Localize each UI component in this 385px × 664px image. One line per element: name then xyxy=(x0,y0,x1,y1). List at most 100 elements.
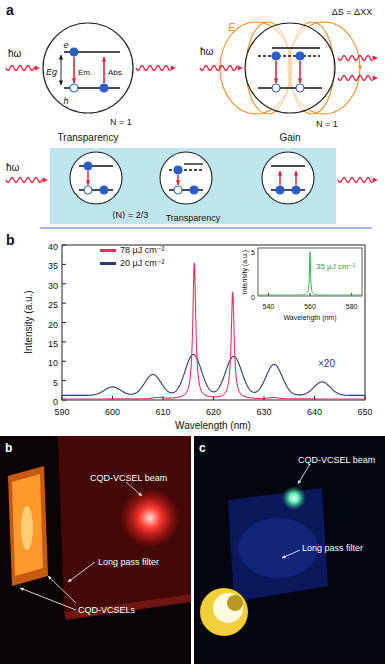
text-holder: ΔS = ΔXX xyxy=(332,1,372,19)
arrow-head xyxy=(282,555,286,558)
axis-label: 640 xyxy=(307,408,322,418)
electron-dot xyxy=(190,186,198,194)
text-holder: 630 xyxy=(256,401,271,419)
node-shape xyxy=(50,148,336,224)
axis-label: 20 xyxy=(48,321,58,331)
node-text: Long pass filter xyxy=(302,544,363,554)
hole-dot xyxy=(272,84,280,92)
text-holder: Long pass filter xyxy=(98,551,159,569)
electron-dot xyxy=(272,52,280,60)
text-holder: 5 xyxy=(53,372,58,390)
node-text: Transparency xyxy=(166,214,221,224)
hole-dot xyxy=(296,84,304,92)
panel-label: ħω xyxy=(200,46,213,57)
panel-label: Transparency xyxy=(58,132,119,143)
axis-label: 35 xyxy=(48,262,58,272)
legend-swatch xyxy=(100,262,116,265)
device-sample xyxy=(8,466,48,586)
photon-wave xyxy=(338,76,373,81)
tick-mark xyxy=(62,380,66,381)
arrow-head xyxy=(59,80,63,85)
text-holder: Transparency xyxy=(166,207,221,225)
node-text: e xyxy=(63,41,68,51)
panel-label: E xyxy=(228,21,235,33)
tick-mark xyxy=(62,283,66,284)
text-holder: 25 xyxy=(48,294,58,312)
axis-label: 0 xyxy=(53,398,58,408)
nanocrystal-circle xyxy=(70,152,122,204)
legend-text: 78 μJ cm⁻² xyxy=(120,246,164,256)
text-holder: 0 xyxy=(53,391,58,409)
panel-label: N = 1 xyxy=(316,120,338,130)
photo-panel: cCQD-VCSEL beamLong pass filter xyxy=(194,436,385,664)
text-holder: 20 xyxy=(48,314,58,332)
exciton-circle: e h Eg Em. Abs. xyxy=(42,22,134,114)
photo-panel: bCQD-VCSEL beamLong pass filterCQD-VCSEL… xyxy=(0,436,191,664)
node-text: Em. xyxy=(78,69,92,78)
panel-label: a xyxy=(6,3,14,18)
axis-label: 650 xyxy=(357,408,372,418)
text-holder: N = 1 xyxy=(110,111,132,129)
arrow-head xyxy=(373,55,378,60)
energy-level xyxy=(258,87,322,88)
text-holder: 540 xyxy=(263,295,275,313)
arrow-head xyxy=(138,492,142,496)
legend-text: 20 μJ cm⁻² xyxy=(120,259,164,269)
text-holder: 580 xyxy=(346,295,358,313)
tick-mark xyxy=(310,293,311,296)
tick-mark xyxy=(62,303,66,304)
node-text: Eg xyxy=(46,68,57,78)
text-holder: CQD-VCSEL beam xyxy=(90,467,167,485)
device-face xyxy=(12,474,43,576)
node-text: 540 xyxy=(263,303,275,311)
axis-label: 10 xyxy=(48,359,58,369)
text-holder: b xyxy=(5,438,12,456)
device-glow xyxy=(200,588,248,636)
axis-label: 610 xyxy=(155,408,170,418)
text-holder: c xyxy=(199,438,206,456)
energy-level xyxy=(271,165,305,166)
hole-dot xyxy=(84,186,92,194)
text-holder: 650 xyxy=(357,401,372,419)
filter-plane xyxy=(58,436,191,612)
node-text: h xyxy=(63,97,68,107)
arrow-head xyxy=(20,588,24,591)
electron-dot xyxy=(100,186,108,194)
panel-label: ħω xyxy=(6,162,19,173)
arrow-head xyxy=(171,65,176,70)
legend-entry: 20 μJ cm⁻² xyxy=(100,259,164,269)
text-holder: Abs. xyxy=(108,61,124,79)
panel-label: N = 1 xyxy=(110,118,132,128)
node-text: 35 μJ cm⁻² xyxy=(316,263,356,272)
device-glow xyxy=(21,506,33,550)
node-text: 560 xyxy=(304,303,316,311)
filter-edge xyxy=(64,594,191,620)
text-holder: 620 xyxy=(206,401,221,419)
tick-mark xyxy=(62,400,66,401)
text-holder: 590 xyxy=(54,401,69,419)
text-holder: Transparency xyxy=(58,127,119,145)
node-text: c xyxy=(199,442,206,455)
arrow-head xyxy=(72,78,76,83)
nanocrystal-circle xyxy=(262,152,314,204)
text-holder: Em. xyxy=(78,61,92,79)
inset-spectrum xyxy=(259,252,361,295)
panel-label: b xyxy=(6,233,15,248)
electron-dot xyxy=(276,186,284,194)
axis-label: 25 xyxy=(48,301,58,311)
arrow-head xyxy=(176,180,180,185)
axis-label: 600 xyxy=(105,408,120,418)
spectrum-curve xyxy=(62,354,365,395)
text-holder: 35 xyxy=(48,255,58,273)
electron-dot xyxy=(70,48,78,56)
device-shadow xyxy=(227,595,243,611)
tick-mark xyxy=(62,322,66,323)
text-holder: 640 xyxy=(307,401,322,419)
legend-entry: 78 μJ cm⁻² xyxy=(100,246,164,256)
text-holder: CQD-VCSELs xyxy=(78,599,135,617)
axis-label: 40 xyxy=(48,243,58,253)
node-shape xyxy=(0,436,191,664)
photon-wave xyxy=(200,66,238,71)
text-holder: ħω xyxy=(200,41,213,59)
panel-label: ΔS = ΔXX xyxy=(332,8,372,18)
